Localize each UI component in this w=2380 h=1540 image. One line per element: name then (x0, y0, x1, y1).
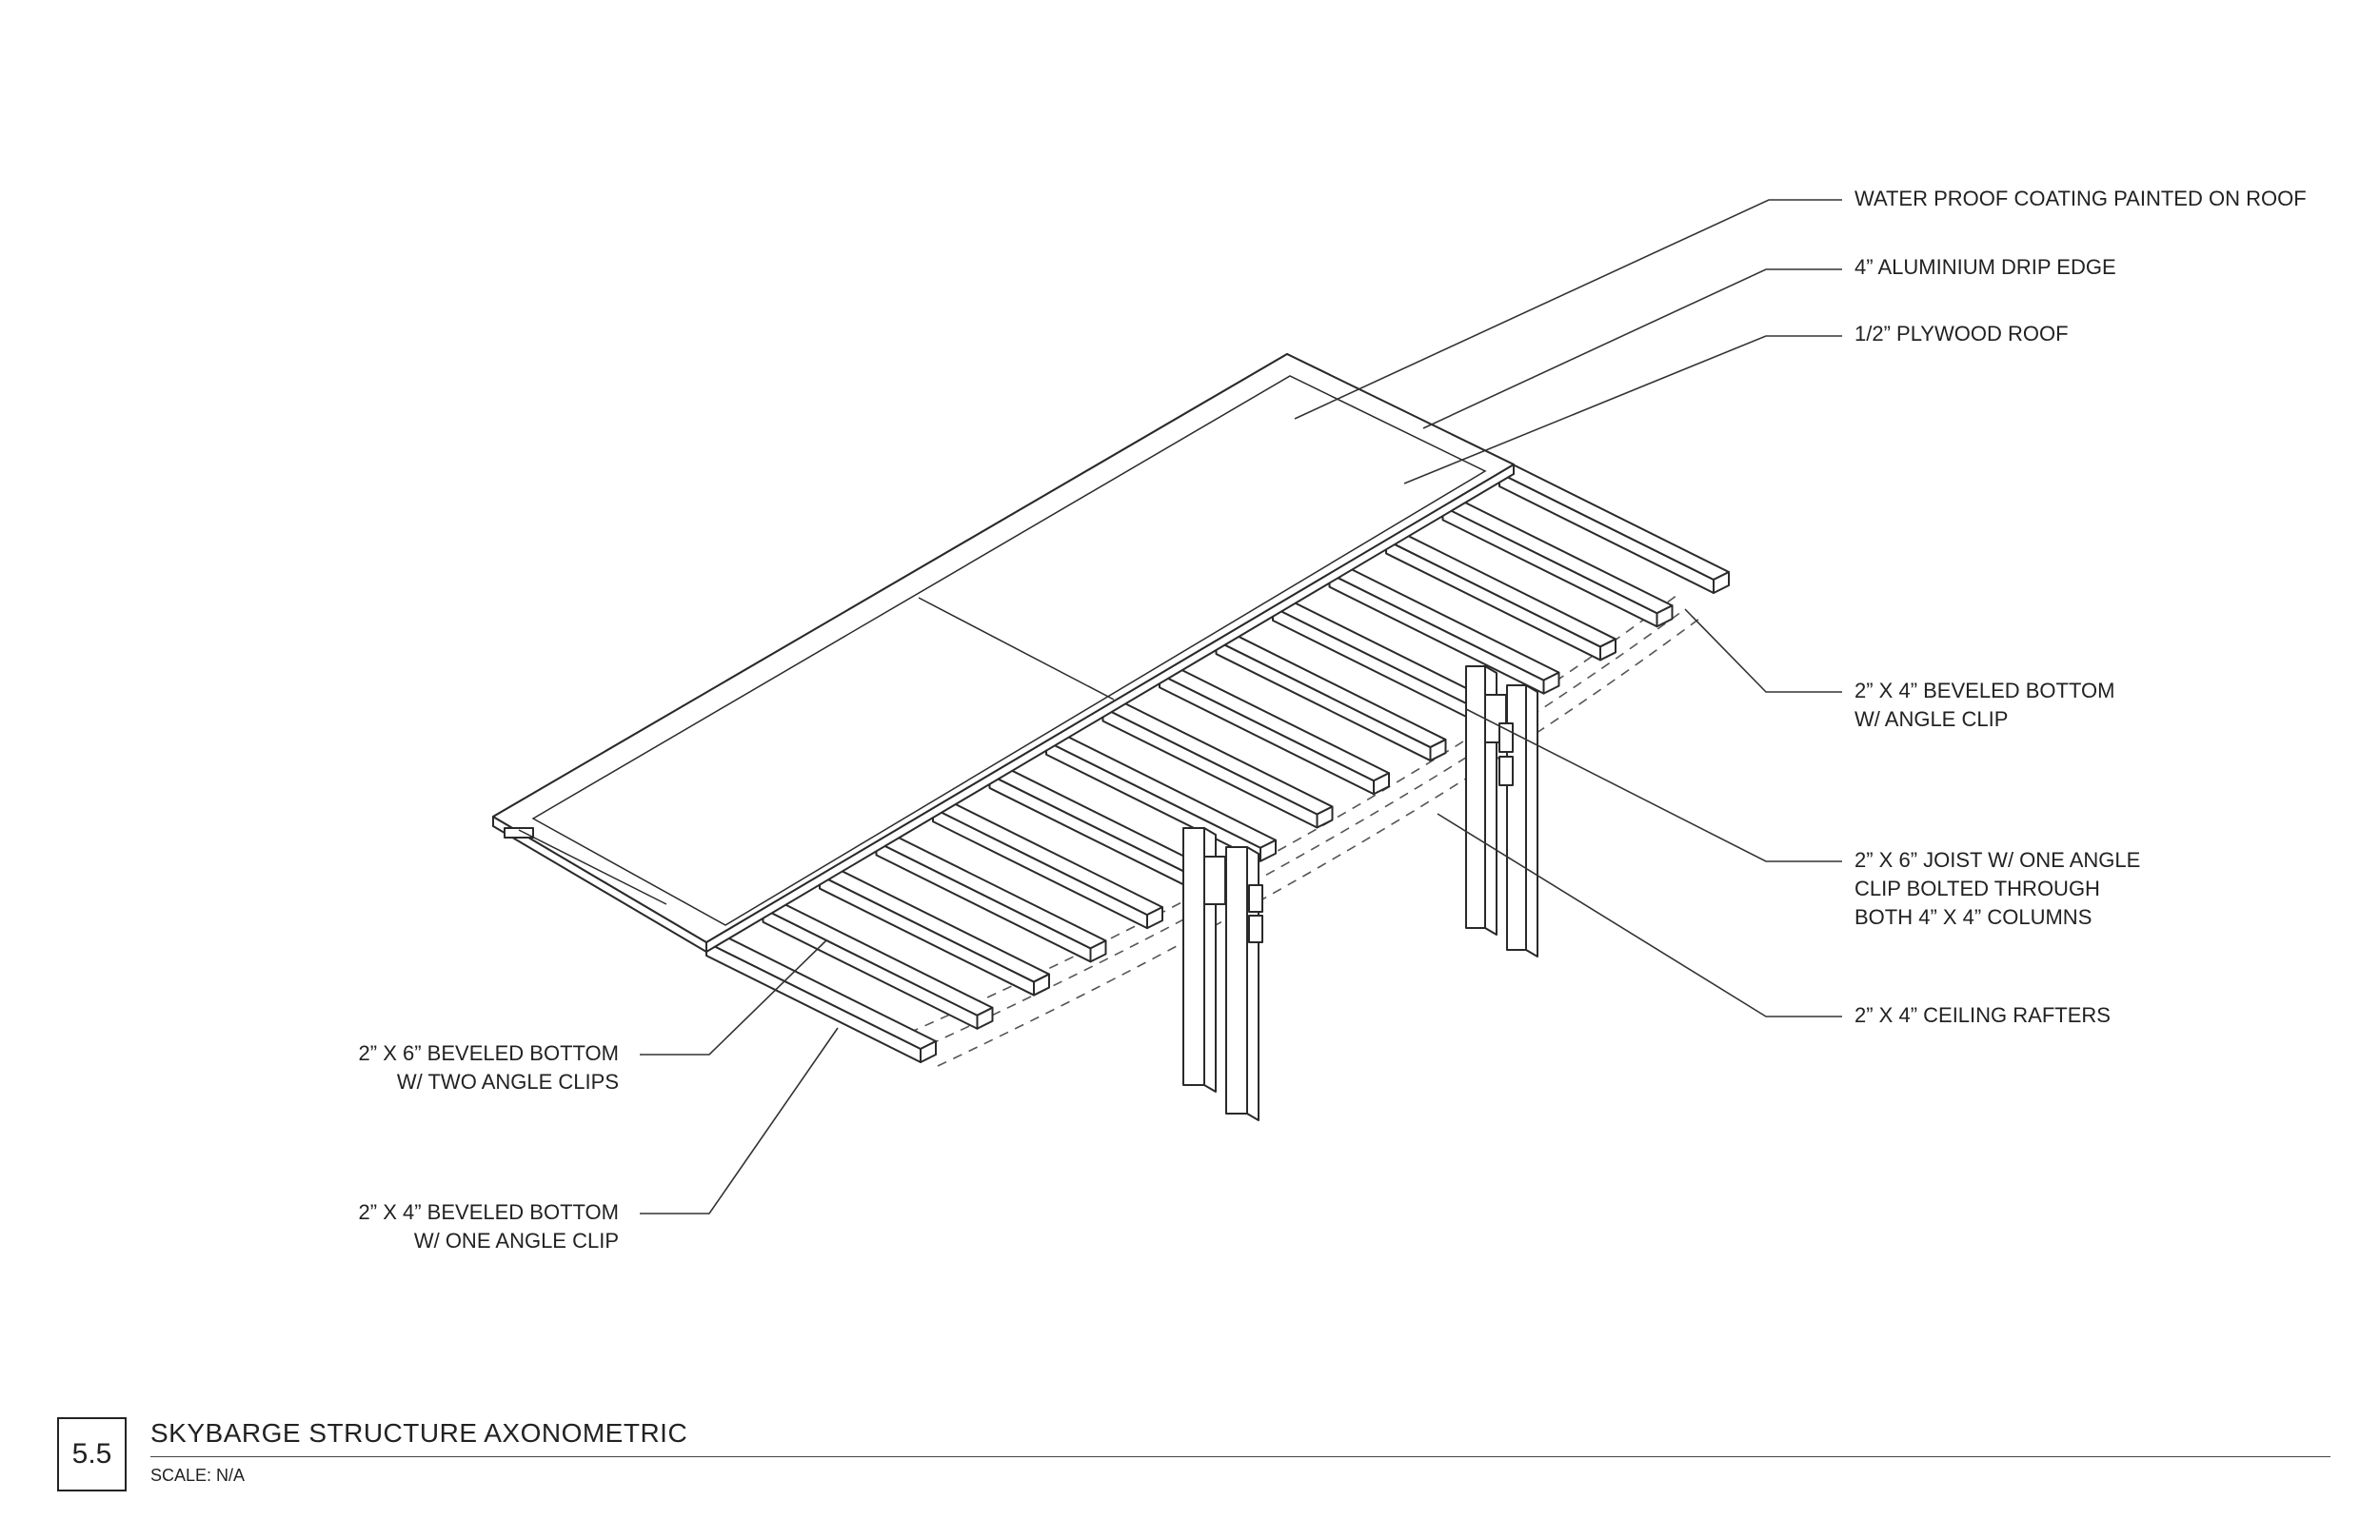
label-joist-angle-clip: 2” X 6” JOIST W/ ONE ANGLE CLIP BOLTED T… (1854, 848, 2141, 929)
rafter-end (1146, 906, 1163, 930)
rafter-end (1259, 839, 1277, 862)
rafter-end (1316, 805, 1334, 829)
drawing-title: SKYBARGE STRUCTURE AXONOMETRIC (150, 1418, 688, 1448)
rafter-end (1089, 939, 1107, 963)
label-waterproof-coating: WATER PROOF COATING PAINTED ON ROOF (1854, 187, 2307, 210)
drawing-scale: SCALE: N/A (150, 1466, 246, 1485)
label-beveled-bottom-one-clip: 2” X 4” BEVELED BOTTOM W/ ONE ANGLE CLIP (358, 1200, 619, 1253)
plywood-roof (492, 353, 1515, 953)
label-beveled-bottom-two-clips: 2” X 6” BEVELED BOTTOM W/ TWO ANGLE CLIP… (358, 1041, 619, 1094)
rafter-end (1599, 638, 1616, 661)
label-beveled-bottom-angle-clip: 2” X 4” BEVELED BOTTOM W/ ANGLE CLIP (1854, 679, 2115, 731)
label-ceiling-rafters: 2” X 4” CEILING RAFTERS (1854, 1003, 2111, 1027)
leader-lines (640, 199, 1842, 1214)
rafter-end (1373, 772, 1390, 796)
columns-front (1182, 827, 1263, 1121)
label-plywood-roof: 1/2” PLYWOOD ROOF (1854, 322, 2069, 346)
label-drip-edge: 4” ALUMINIUM DRIP EDGE (1854, 255, 2116, 279)
ceiling-rafters (705, 464, 1730, 1063)
rafter-end (1713, 571, 1730, 594)
rafter-end (920, 1040, 937, 1063)
title-divider (150, 1456, 2330, 1457)
rafter-end (1033, 973, 1050, 997)
drawing-number: 5.5 (57, 1417, 127, 1491)
rafter-end (1656, 604, 1674, 628)
rafter-end (1542, 671, 1560, 695)
rafter-end (1429, 739, 1447, 762)
columns-rear (1465, 665, 1538, 958)
rafter-end (976, 1006, 994, 1030)
